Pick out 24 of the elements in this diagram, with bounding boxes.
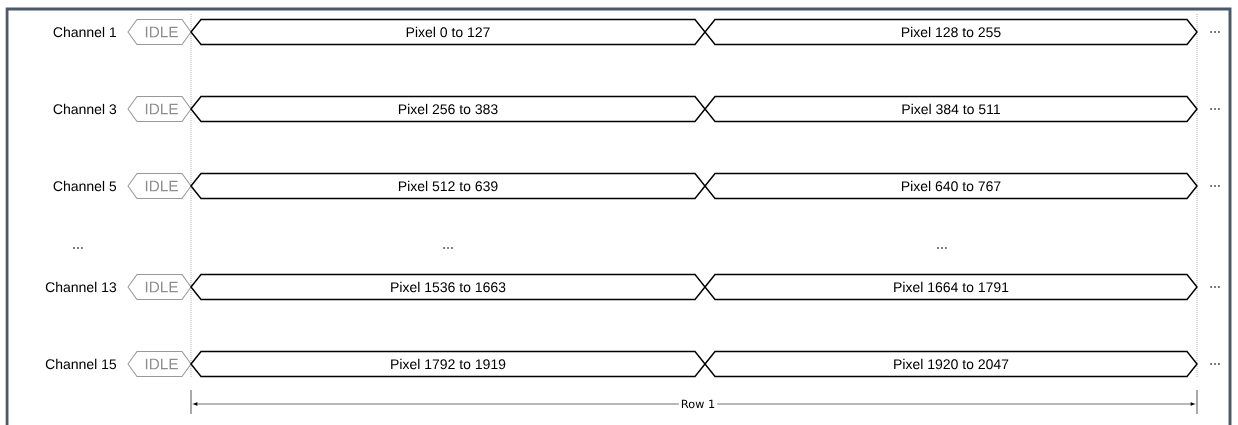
data-segment: Pixel 1536 to 1663 [190, 273, 706, 301]
data-segment: Pixel 384 to 511 [704, 95, 1198, 123]
data-segment: Pixel 256 to 383 [190, 95, 706, 123]
ellipsis: ... [1210, 363, 1220, 365]
data-segment: Pixel 1792 to 1919 [190, 350, 706, 378]
idle-state: IDLE [127, 18, 192, 46]
ellipsis: ... [73, 247, 83, 249]
ellipsis: ... [1210, 185, 1220, 187]
idle-state: IDLE [127, 273, 192, 301]
data-segment: Pixel 0 to 127 [190, 18, 706, 46]
ellipsis: ... [443, 247, 453, 249]
data-segment: Pixel 128 to 255 [704, 18, 1198, 46]
ellipsis: ... [1210, 108, 1220, 110]
ellipsis: ... [1210, 31, 1220, 33]
dimension-label: Row 1 [678, 398, 718, 410]
idle-state: IDLE [127, 172, 192, 200]
data-segment: Pixel 640 to 767 [704, 172, 1198, 200]
ellipsis: ... [1210, 286, 1220, 288]
data-segment: Pixel 512 to 639 [190, 172, 706, 200]
idle-state: IDLE [127, 95, 192, 123]
ellipsis: ... [937, 247, 947, 249]
data-segment: Pixel 1664 to 1791 [704, 273, 1198, 301]
idle-state: IDLE [127, 350, 192, 378]
data-segment: Pixel 1920 to 2047 [704, 350, 1198, 378]
